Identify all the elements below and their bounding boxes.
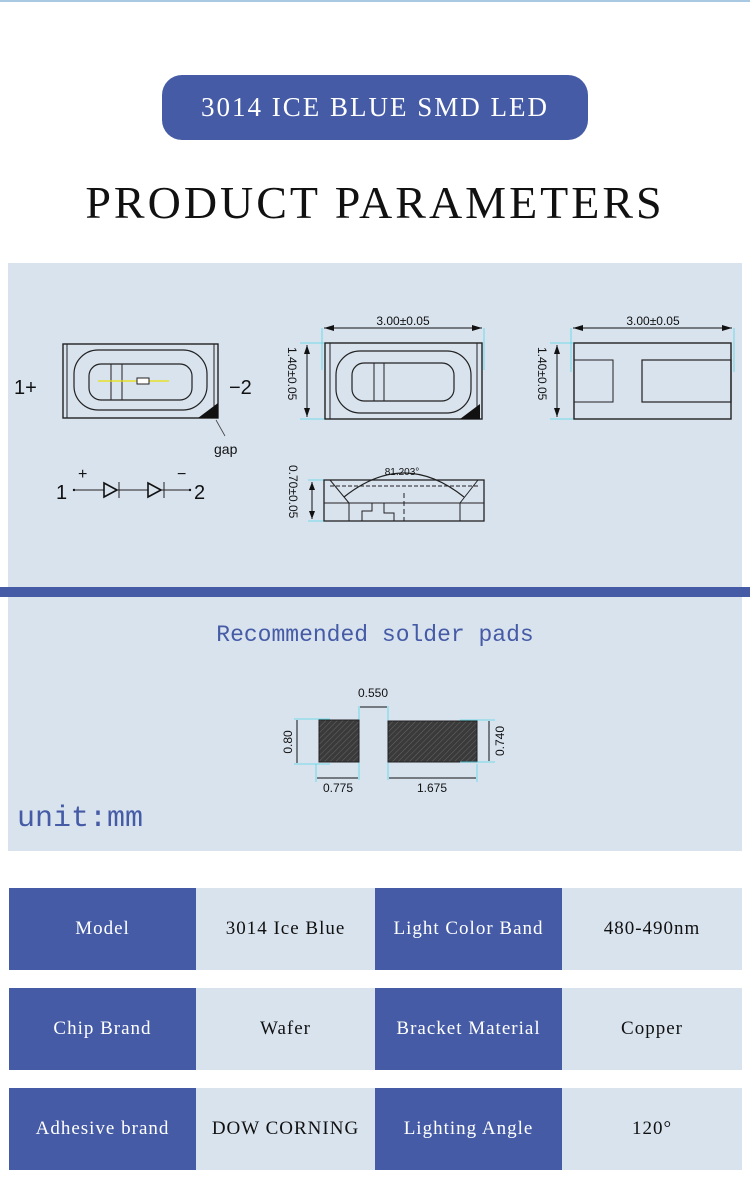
pin-left-label: 1+ — [14, 377, 37, 399]
pad-gap-dim: 0.550 — [358, 686, 388, 700]
side-thickness-dim: 0.70±0.05 — [286, 465, 300, 519]
spec-value: Wafer — [196, 988, 375, 1070]
spec-value: DOW CORNING — [196, 1088, 375, 1170]
pad-right-width-dim: 1.675 — [417, 781, 447, 795]
spec-label: Bracket Material — [375, 988, 562, 1070]
product-badge-label: 3014 ICE BLUE SMD LED — [201, 92, 549, 122]
side-angle-label: 81.203° — [385, 467, 420, 478]
pin-right-label: −2 — [229, 377, 252, 399]
spec-row: Model 3014 Ice Blue Light Color Band 480… — [9, 888, 742, 970]
spec-row: Chip Brand Wafer Bracket Material Copper — [9, 988, 742, 1070]
solder-pads-diagram: 0.550 0.80 0.740 0.775 1.675 — [281, 686, 507, 795]
diagram-panel — [8, 263, 742, 851]
circuit-pin-1: 1 — [56, 482, 67, 504]
led-front-view-dimensions: 3.00±0.05 1.40±0.05 — [285, 314, 485, 420]
spec-value: Copper — [562, 988, 742, 1070]
spec-label: Light Color Band — [375, 888, 562, 970]
front-width-dim: 3.00±0.05 — [376, 314, 430, 328]
section-title: PRODUCT PARAMETERS — [85, 177, 665, 228]
circuit-pin-2: 2 — [194, 482, 205, 504]
spec-label: Model — [9, 888, 196, 970]
section-divider — [0, 587, 750, 597]
led-top-view-diagram: 1+ −2 gap — [14, 343, 252, 457]
pad-left-width-dim: 0.775 — [323, 781, 353, 795]
spec-label: Lighting Angle — [375, 1088, 562, 1170]
solder-pads-title: Recommended solder pads — [216, 622, 534, 648]
gap-label: gap — [214, 441, 238, 457]
bottom-width-dim: 3.00±0.05 — [626, 314, 680, 328]
front-height-dim: 1.40±0.05 — [285, 347, 299, 401]
spec-row: Adhesive brand DOW CORNING Lighting Angl… — [9, 1088, 742, 1170]
circuit-minus: − — [177, 466, 186, 483]
product-badge: 3014 ICE BLUE SMD LED — [162, 75, 588, 140]
spec-value: 120° — [562, 1088, 742, 1170]
spec-label: Adhesive brand — [9, 1088, 196, 1170]
led-side-view-dimensions: 0.70±0.05 81.203° — [286, 465, 485, 522]
unit-label: unit:mm — [17, 802, 144, 836]
spec-value: 480-490nm — [562, 888, 742, 970]
pad-right-height-dim: 0.740 — [493, 726, 507, 756]
pad-left-height-dim: 0.80 — [281, 730, 295, 754]
circuit-symbol-diagram: 1 + − 2 — [56, 466, 205, 504]
circuit-plus: + — [78, 466, 87, 483]
top-accent-line — [0, 0, 750, 2]
bottom-height-dim: 1.40±0.05 — [535, 347, 549, 401]
spec-value: 3014 Ice Blue — [196, 888, 375, 970]
led-bottom-view-dimensions: 3.00±0.05 1.40±0.05 — [535, 314, 735, 420]
spec-label: Chip Brand — [9, 988, 196, 1070]
